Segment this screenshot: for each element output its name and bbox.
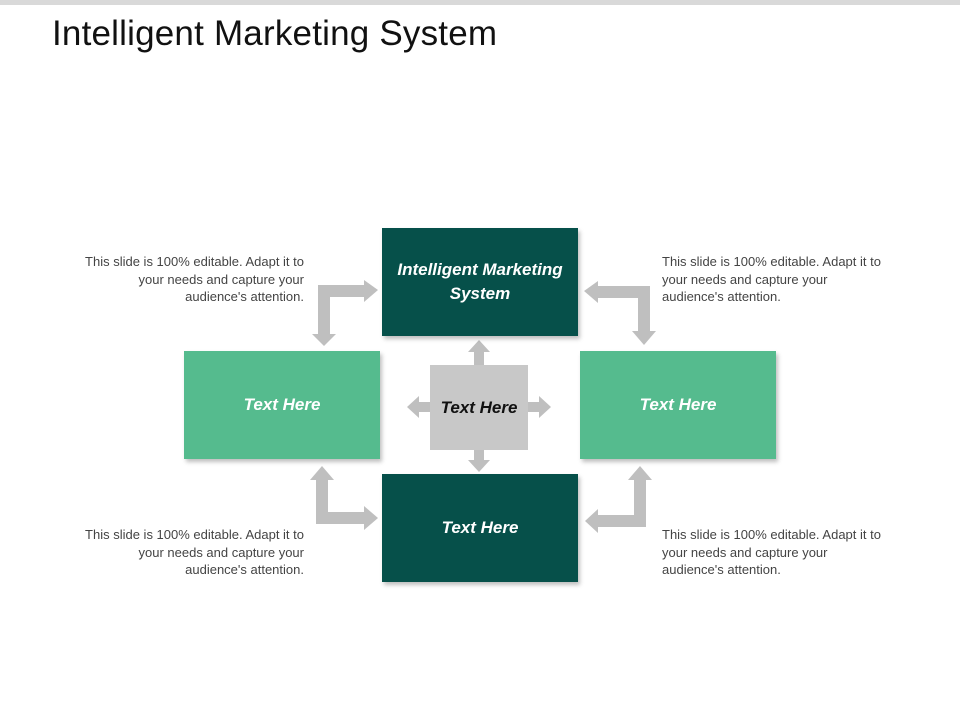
box-left: Text Here bbox=[184, 351, 380, 459]
note-bottom-left: This slide is 100% editable. Adapt it to… bbox=[85, 527, 304, 577]
down-arrow-icon bbox=[468, 450, 490, 472]
note-top-right: This slide is 100% editable. Adapt it to… bbox=[662, 254, 881, 304]
elbow-arrow-top-right-icon bbox=[584, 281, 656, 345]
right-arrow-icon bbox=[528, 396, 551, 418]
note-top-left: This slide is 100% editable. Adapt it to… bbox=[85, 254, 304, 304]
left-arrow-icon bbox=[407, 396, 430, 418]
elbow-arrow-bottom-left-icon bbox=[310, 466, 378, 530]
note-bottom-right: This slide is 100% editable. Adapt it to… bbox=[662, 527, 881, 577]
up-arrow-icon bbox=[468, 340, 490, 365]
elbow-arrow-top-left-icon bbox=[312, 280, 378, 346]
box-center: Text Here bbox=[430, 365, 528, 450]
box-right: Text Here bbox=[580, 351, 776, 459]
box-intelligent-marketing-system: Intelligent Marketing System bbox=[382, 228, 578, 336]
top-divider-bar bbox=[0, 0, 960, 5]
slide-title: Intelligent Marketing System bbox=[52, 14, 498, 53]
elbow-arrow-bottom-right-icon bbox=[585, 466, 652, 533]
box-bottom: Text Here bbox=[382, 474, 578, 582]
